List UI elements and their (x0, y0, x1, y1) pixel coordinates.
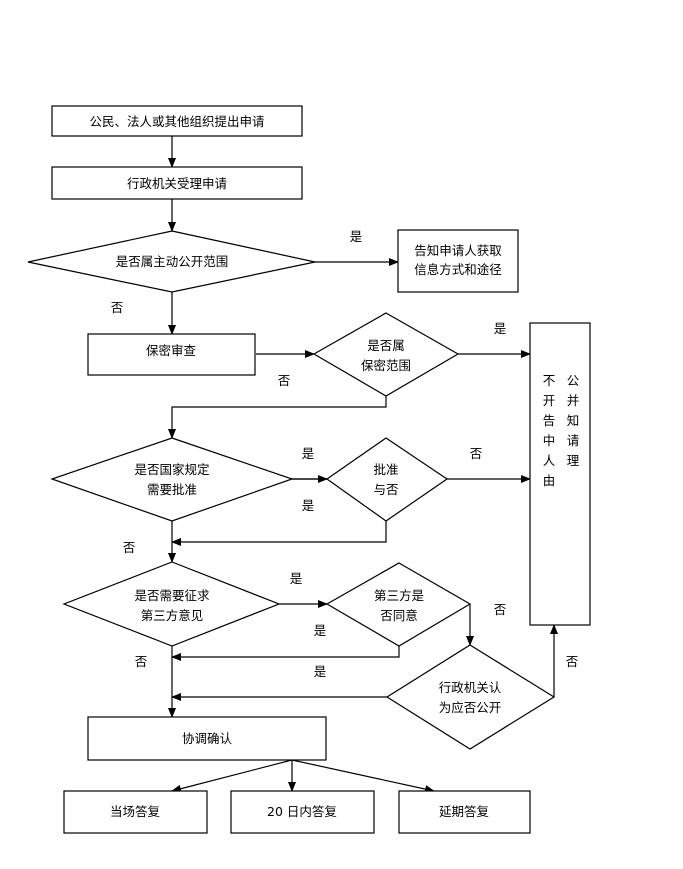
label-reason-c1-3: 请 (567, 433, 580, 448)
edge-label-yes-agree: 是 (290, 571, 303, 586)
edge-label-no-coord: 否 (135, 654, 148, 669)
label-reason-c2-1: 开 (543, 393, 556, 408)
diamond-active-scope (27, 230, 316, 293)
label-reason-c2-2: 告 (543, 413, 556, 428)
diamond-secret-scope (312, 312, 460, 397)
label-should-1: 行政机关认 (439, 680, 502, 695)
edge-label-no-third: 否 (123, 540, 136, 555)
label-approve-2: 与否 (373, 482, 398, 497)
label-reason-c1-2: 知 (567, 413, 580, 428)
edge-label-yes-inform: 是 (350, 229, 363, 244)
arrow-coordinate-later (291, 759, 435, 793)
label-active-scope: 是否属主动公开范围 (116, 254, 229, 269)
label-reason-c2-0: 不 (543, 373, 556, 388)
label-inform-1: 告知申请人获取 (414, 243, 502, 258)
edge-label-no-reason: 否 (470, 446, 483, 461)
label-reply-20: 20 日内答复 (267, 804, 337, 819)
label-accept: 行政机关受理申请 (127, 176, 227, 191)
edge-label-no-approval: 否 (278, 373, 291, 388)
label-approve-1: 批准 (373, 462, 398, 477)
arrow-secretscope-approval (168, 396, 387, 439)
diamond-approve (325, 437, 449, 522)
box-reply-20 (230, 790, 375, 834)
box-apply (51, 105, 303, 137)
label-approval-1: 是否国家规定 (134, 462, 209, 477)
label-reason-c2-4: 人 (543, 453, 556, 468)
edge-label-no-secrecy: 否 (111, 300, 124, 315)
arrow-approve-down (171, 521, 387, 546)
box-accept (51, 166, 303, 200)
edge-label-yes-approve: 是 (302, 446, 315, 461)
label-reply-later: 延期答复 (439, 804, 490, 819)
diamond-approval-needed (50, 437, 294, 522)
label-coordinate: 协调确认 (182, 731, 233, 746)
edge-label-yes-back: 是 (302, 498, 315, 513)
box-inform (397, 229, 519, 293)
edge-label-yes-coord2: 是 (314, 664, 327, 679)
box-secrecy-check (87, 333, 256, 376)
label-third-2: 第三方意见 (141, 608, 204, 623)
edge-label-yes-coord1: 是 (314, 623, 327, 638)
label-approval-2: 需要批准 (147, 482, 197, 497)
label-apply: 公民、法人或其他组织提出申请 (89, 114, 264, 129)
diamond-third-party-needed (62, 561, 281, 647)
box-coordinate (87, 716, 327, 761)
label-should-2: 为应否公开 (439, 700, 502, 715)
label-secret-scope-2: 保密范围 (361, 358, 411, 373)
edge-label-yes-reason: 是 (494, 321, 507, 336)
label-reason-c2-3: 中 (543, 433, 556, 448)
diamond-should-disclose (385, 644, 556, 750)
arrow-agree-yes (171, 646, 400, 661)
edge-label-no-reason2: 否 (566, 654, 579, 669)
label-reason-c1-0: 公 (567, 373, 580, 388)
edge-label-no-should: 否 (494, 602, 507, 617)
label-reason-c1-1: 并 (567, 393, 580, 408)
label-agree-1: 第三方是 (374, 588, 425, 603)
label-reply-now: 当场答复 (110, 804, 161, 819)
label-agree-2: 否同意 (380, 608, 418, 623)
label-secret-scope-1: 是否属 (367, 338, 405, 353)
box-reply-later (398, 790, 531, 834)
label-third-1: 是否需要征求 (134, 588, 210, 603)
arrow-coordinate-now (171, 759, 293, 793)
label-reason-c2-5: 由 (543, 473, 556, 488)
diamond-third-party-agree (325, 562, 472, 647)
connectors (168, 136, 558, 793)
label-inform-2: 信息方式和途径 (414, 262, 502, 277)
box-reply-now (63, 790, 208, 834)
label-secrecy-check: 保密审查 (146, 343, 197, 358)
label-reason-c1-4: 理 (567, 453, 580, 468)
box-reason (529, 322, 591, 626)
